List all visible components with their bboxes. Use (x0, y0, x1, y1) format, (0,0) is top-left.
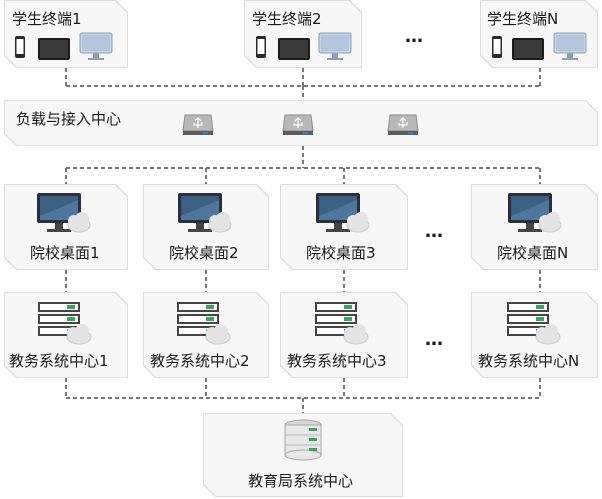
campus-desktop-label: 院校桌面3 (306, 244, 376, 262)
access-center-label: 负载与接入中心 (16, 110, 122, 128)
phone-icon (255, 35, 267, 59)
ellipsis-desktops: … (425, 221, 444, 242)
tablet-icon (37, 37, 71, 61)
campus-desktop-label: 院校桌面2 (169, 244, 239, 262)
affairs-center-label: 教务系统中心1 (9, 352, 109, 370)
affairs-center-label: 教务系统中心2 (150, 352, 250, 370)
tablet-icon (511, 37, 545, 61)
desktop-cloud-icon (314, 191, 372, 235)
usb-drive-icon (181, 111, 215, 137)
affairs-center-label: 教务系统中心3 (287, 352, 387, 370)
server-rack-icon (506, 301, 562, 347)
usb-drive-icon (281, 111, 315, 137)
campus-desktop-label: 院校桌面N (497, 244, 569, 262)
ellipsis-affairs: … (425, 329, 444, 350)
student-terminal-label: 学生终端N (487, 10, 559, 28)
database-server-icon (281, 418, 325, 462)
affairs-center-box-n: 教务系统中心N (472, 293, 597, 377)
affairs-center-box-2: 教务系统中心2 (144, 293, 268, 377)
phone-icon (14, 35, 26, 59)
campus-desktop-box-1: 院校桌面1 (5, 185, 127, 269)
bureau-center-box: 教育局系统中心 (204, 414, 402, 496)
usb-drive-icon (386, 111, 420, 137)
campus-desktop-box-2: 院校桌面2 (144, 185, 268, 269)
student-terminal-label: 学生终端2 (252, 10, 322, 28)
server-rack-icon (314, 301, 370, 347)
access-center-box: 负载与接入中心 (5, 101, 597, 145)
desktop-cloud-icon (35, 191, 93, 235)
tablet-icon (277, 37, 311, 61)
student-terminal-label: 学生终端1 (12, 10, 82, 28)
monitor-icon (318, 32, 352, 62)
campus-desktop-box-3: 院校桌面3 (281, 185, 407, 269)
server-rack-icon (176, 301, 232, 347)
server-rack-icon (37, 301, 93, 347)
student-terminal-box-n: 学生终端N (481, 1, 597, 67)
campus-desktop-box-n: 院校桌面N (472, 185, 597, 269)
affairs-center-box-1: 教务系统中心1 (5, 293, 127, 377)
phone-icon (491, 35, 503, 59)
desktop-cloud-icon (506, 191, 564, 235)
student-terminal-box-1: 学生终端1 (5, 1, 127, 67)
campus-desktop-label: 院校桌面1 (30, 244, 100, 262)
bureau-center-label: 教育局系统中心 (248, 472, 354, 490)
desktop-cloud-icon (176, 191, 234, 235)
student-terminal-box-2: 学生终端2 (245, 1, 361, 67)
affairs-center-box-3: 教务系统中心3 (281, 293, 407, 377)
ellipsis-terminals: … (405, 26, 424, 47)
monitor-icon (553, 32, 587, 62)
affairs-center-label: 教务系统中心N (478, 352, 580, 370)
monitor-icon (79, 32, 113, 62)
